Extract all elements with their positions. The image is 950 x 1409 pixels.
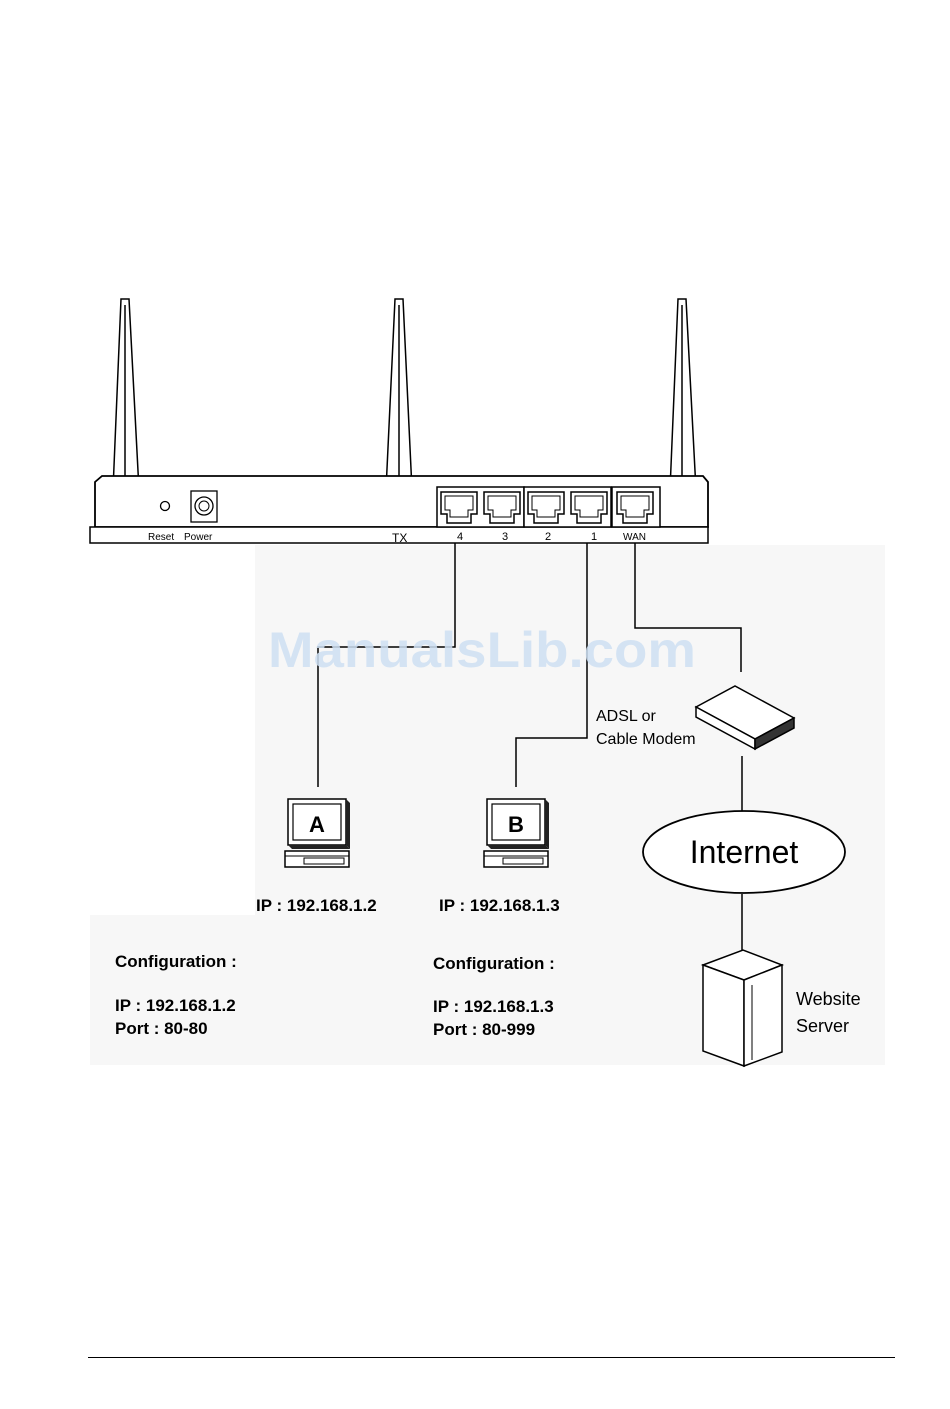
lan-port-2-label: 2: [545, 531, 551, 543]
computer-a-config-ip: IP : 192.168.1.2: [115, 996, 236, 1015]
internet-label: Internet: [690, 834, 799, 870]
watermark: ManualsLib.com: [268, 622, 696, 678]
power-jack-icon: [191, 491, 217, 522]
server-label-line2: Server: [796, 1016, 849, 1036]
computer-a-letter: A: [309, 812, 325, 837]
lan-port-3-icon: [484, 492, 520, 523]
computer-b-letter: B: [508, 812, 524, 837]
tx-label: TX: [392, 531, 407, 545]
modem-label-line1: ADSL or: [596, 708, 657, 725]
lan-port-3-label: 3: [502, 531, 508, 543]
wan-port-icon: [617, 492, 653, 523]
computer-b-config-port: Port : 80-999: [433, 1020, 535, 1039]
modem-label-line2: Cable Modem: [596, 731, 696, 748]
computer-a-ip-caption: IP : 192.168.1.2: [256, 896, 377, 915]
lan-port-1-icon: [571, 492, 607, 523]
footer-rule: [88, 1357, 895, 1358]
computer-a-config-port: Port : 80-80: [115, 1019, 208, 1038]
lan-port-4-label: 4: [457, 531, 463, 543]
lan-port-4-icon: [441, 492, 477, 523]
reset-label: Reset: [148, 532, 174, 543]
computer-b-config-title: Configuration :: [433, 954, 555, 973]
server-label-line1: Website: [796, 989, 861, 1009]
computer-a-config-title: Configuration :: [115, 952, 237, 971]
power-label: Power: [184, 532, 213, 543]
reset-button-icon: [161, 502, 170, 511]
wan-label: WAN: [623, 532, 646, 543]
server-icon: [703, 950, 782, 1066]
lan-port-2-icon: [528, 492, 564, 523]
lan-port-1-label: 1: [591, 531, 597, 543]
router: Reset Power TX 4 3 2 1 WAN: [90, 299, 708, 545]
computer-b-config-ip: IP : 192.168.1.3: [433, 997, 554, 1016]
computer-b-ip-caption: IP : 192.168.1.3: [439, 896, 560, 915]
